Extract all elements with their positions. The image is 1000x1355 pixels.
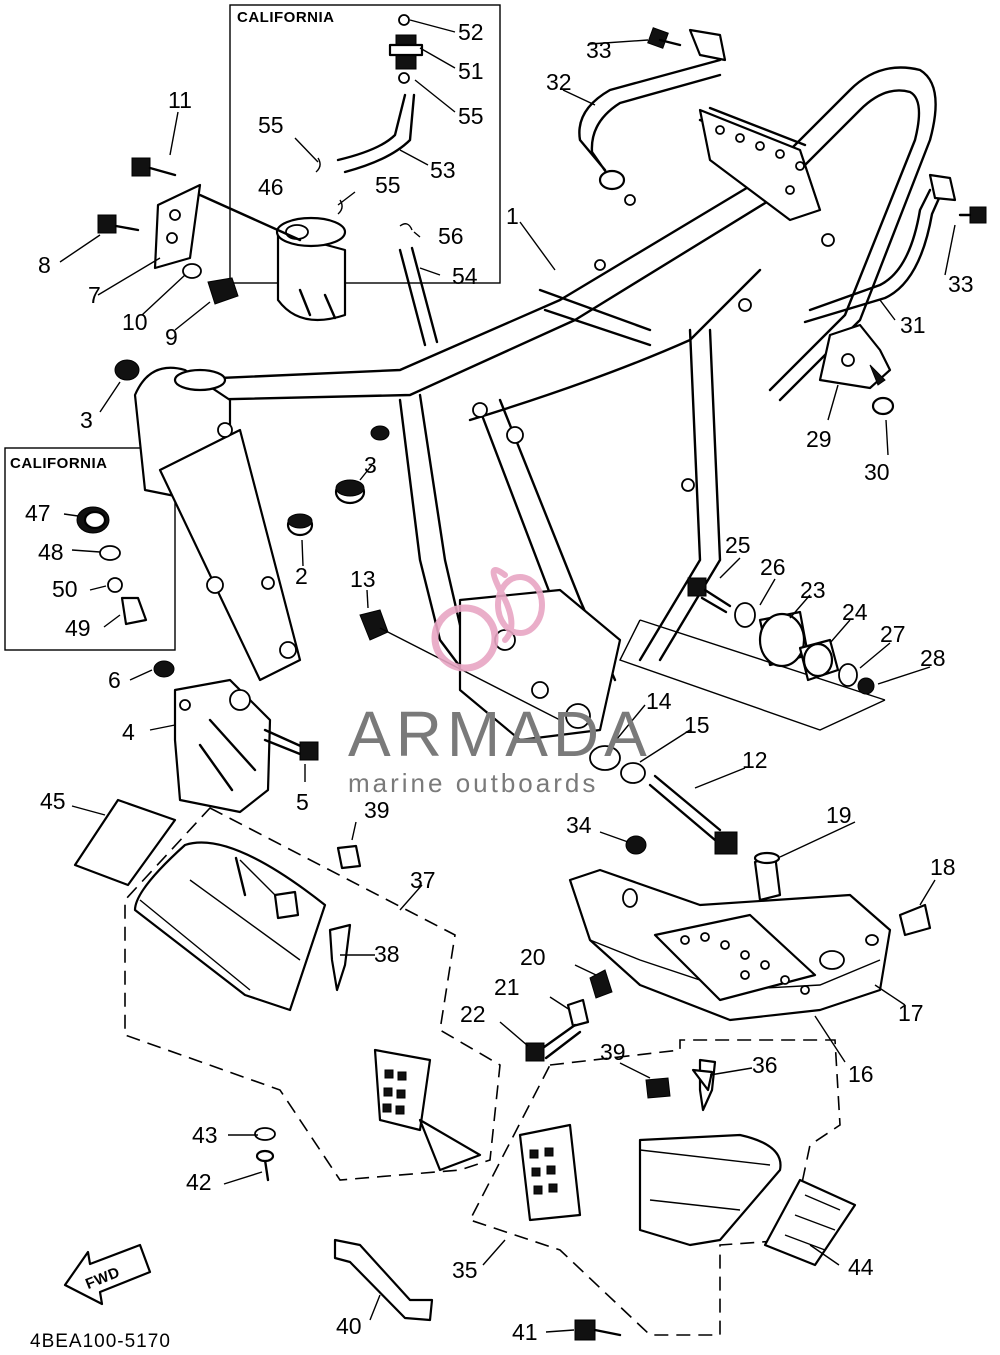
callout-22: 22 xyxy=(460,1001,486,1027)
main-frame xyxy=(133,66,937,742)
callout-17: 17 xyxy=(898,1000,924,1026)
callout-48: 48 xyxy=(38,539,64,565)
callout-26: 26 xyxy=(760,554,786,580)
callout-2: 2 xyxy=(295,563,308,589)
watermark: ARMADA marine outboards xyxy=(348,567,652,798)
callout-24: 24 xyxy=(842,599,868,625)
callout-42: 42 xyxy=(186,1169,212,1195)
callout-18: 18 xyxy=(930,854,956,880)
callout-14: 14 xyxy=(646,688,672,714)
fwd-arrow xyxy=(63,1243,152,1306)
callout-39-top: 39 xyxy=(364,797,390,823)
callout-34: 34 xyxy=(566,812,592,838)
side-cover-parts: 45 39 37 38 39 36 43 42 44 35 40 41 FWD xyxy=(40,788,874,1345)
callout-21: 21 xyxy=(494,974,520,1000)
callout-20: 20 xyxy=(520,944,546,970)
callout-37: 37 xyxy=(410,867,436,893)
california-box-top-title: CALIFORNIA xyxy=(237,9,335,26)
callout-43: 43 xyxy=(192,1122,218,1148)
callout-25: 25 xyxy=(725,532,751,558)
engine-bracket-parts: 6 4 5 xyxy=(108,660,319,815)
callout-41: 41 xyxy=(512,1319,538,1345)
callout-28: 28 xyxy=(920,645,946,671)
callout-47: 47 xyxy=(25,500,51,526)
callout-36: 36 xyxy=(752,1052,778,1078)
callout-31: 31 xyxy=(900,312,926,338)
callout-55-b: 55 xyxy=(258,112,284,138)
under-guard-parts: 34 19 18 20 21 22 17 16 xyxy=(460,802,956,1087)
callout-29: 29 xyxy=(806,426,832,452)
bolt-33-right xyxy=(958,206,987,224)
callout-35: 35 xyxy=(452,1257,478,1283)
callout-3-left: 3 xyxy=(80,407,93,433)
callout-1: 1 xyxy=(506,203,519,229)
california-box-left-title: CALIFORNIA xyxy=(10,455,108,472)
valve-part xyxy=(388,14,424,84)
callout-50: 50 xyxy=(52,576,78,602)
callout-8: 8 xyxy=(38,252,51,278)
callout-7: 7 xyxy=(88,282,101,308)
callout-53: 53 xyxy=(430,157,456,183)
pivot-parts: 13 14 15 12 xyxy=(350,566,768,855)
callout-46: 46 xyxy=(258,174,284,200)
watermark-logo-icon xyxy=(431,567,545,672)
callout-11: 11 xyxy=(168,87,192,113)
california-box-top: CALIFORNIA 52 51 55 53 55 55 46 56 xyxy=(229,4,501,347)
bolt-33-top xyxy=(647,27,682,49)
callout-55-a: 55 xyxy=(458,103,484,129)
callout-49: 49 xyxy=(65,615,91,641)
callout-33-top: 33 xyxy=(586,37,612,63)
callout-54: 54 xyxy=(452,263,478,289)
callout-27: 27 xyxy=(880,621,906,647)
callout-51: 51 xyxy=(458,58,484,84)
callout-33-right: 33 xyxy=(948,271,974,297)
callout-32: 32 xyxy=(546,69,572,95)
side-rail-parts: 33 32 33 31 xyxy=(546,27,987,338)
callout-6: 6 xyxy=(108,667,121,693)
callout-5: 5 xyxy=(296,789,309,815)
callout-56: 56 xyxy=(438,223,464,249)
callout-30: 30 xyxy=(864,459,890,485)
callout-45: 45 xyxy=(40,788,66,814)
callout-52: 52 xyxy=(458,19,484,45)
callout-4: 4 xyxy=(122,719,135,745)
california-box-top-border xyxy=(229,4,501,284)
callout-55-c: 55 xyxy=(375,172,401,198)
callout-16: 16 xyxy=(848,1061,874,1087)
callout-9: 9 xyxy=(165,324,178,350)
canister-part xyxy=(275,216,347,322)
callout-12: 12 xyxy=(742,747,768,773)
callout-23: 23 xyxy=(800,577,826,603)
drawing-code: 4BEA100-5170 xyxy=(30,1331,171,1352)
watermark-brand: ARMADA xyxy=(348,698,652,770)
callout-15: 15 xyxy=(684,712,710,738)
front-bracket-parts: 11 8 7 10 9 xyxy=(38,87,302,350)
california-box-left-border xyxy=(4,447,176,651)
rear-mount-parts: 25 26 23 24 27 28 xyxy=(619,532,946,731)
hook-parts: 29 30 xyxy=(806,323,895,485)
caps-parts: 3 3 2 xyxy=(80,359,390,589)
callout-40: 40 xyxy=(336,1313,362,1339)
california-box-left: CALIFORNIA 47 48 50 49 xyxy=(4,447,176,651)
callout-10: 10 xyxy=(122,309,148,335)
callout-39-bottom: 39 xyxy=(600,1039,626,1065)
callout-13: 13 xyxy=(350,566,376,592)
callout-38: 38 xyxy=(374,941,400,967)
callout-44: 44 xyxy=(848,1254,874,1280)
callout-3-center: 3 xyxy=(364,452,377,478)
watermark-tagline: marine outboards xyxy=(348,768,598,798)
callout-19: 19 xyxy=(826,802,852,828)
